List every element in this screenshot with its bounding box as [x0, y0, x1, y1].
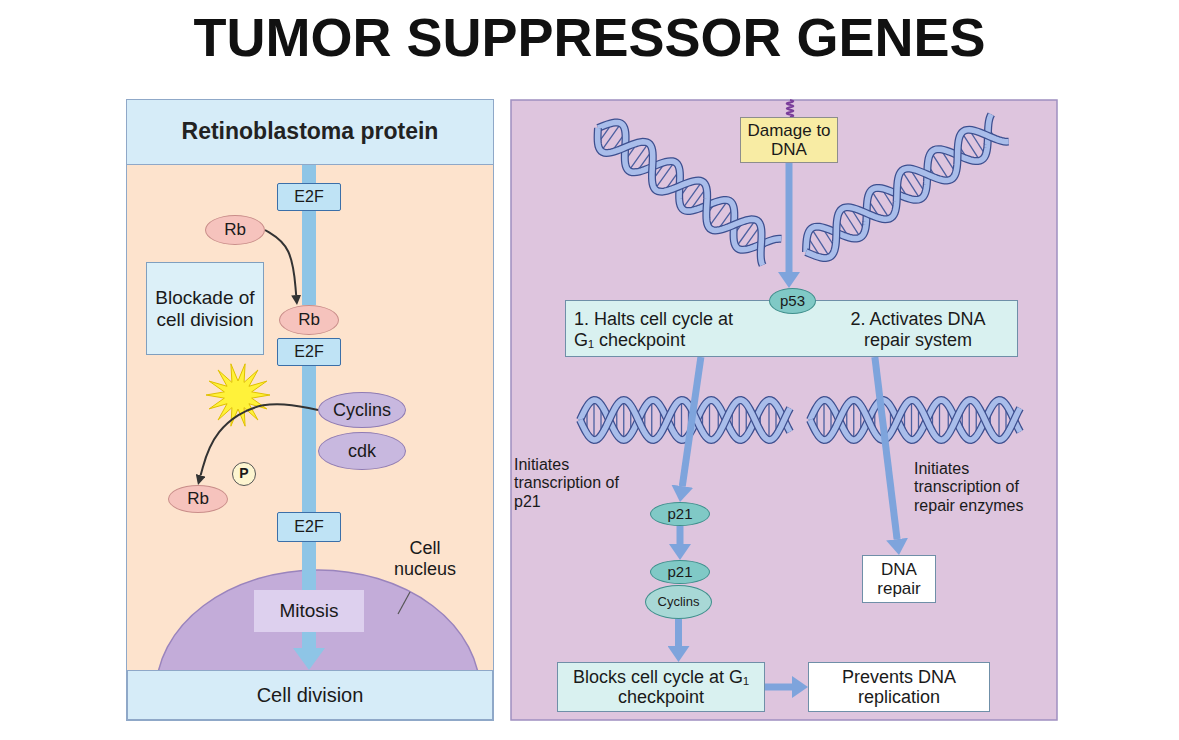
node-text: E2F — [282, 518, 336, 536]
strand-outline — [810, 400, 1020, 440]
e2f-pathway-bar — [302, 632, 316, 648]
node-text: Blockade of cell division — [151, 287, 259, 330]
node-text: P — [233, 466, 255, 482]
arrow-connector — [786, 163, 793, 272]
node-text: Rb — [173, 489, 223, 508]
strand — [580, 400, 790, 440]
process-box: E2F — [277, 338, 341, 366]
node-text: E2F — [282, 343, 336, 361]
process-box: E2F — [277, 512, 341, 542]
oval-node: Rb — [168, 485, 228, 513]
node-text: p21 — [653, 564, 707, 581]
oval-node: cdk — [318, 432, 406, 470]
arrow-connector — [875, 357, 897, 539]
e2f-bar-cup — [302, 164, 316, 183]
process-box: Mitosis — [254, 590, 364, 632]
strand — [810, 400, 1020, 440]
base-pair — [998, 400, 999, 440]
base-pair — [911, 400, 912, 440]
strand — [810, 400, 1020, 440]
oval-node: p21 — [650, 502, 710, 526]
e2f-pathway-bar — [302, 211, 316, 305]
page-title: TUMOR SUPPRESSOR GENES — [0, 8, 1179, 67]
e2f-pathway-bar — [302, 542, 316, 590]
node-text: 1. Halts cell cycle at G₁ checkpoint — [574, 309, 756, 349]
base-pair — [768, 400, 769, 440]
base-pair — [823, 400, 824, 440]
annotation-label: Initiates transcription of p21 — [514, 456, 630, 511]
oval-node: p53 — [769, 288, 816, 314]
base-pair — [681, 400, 682, 440]
node-text: Mitosis — [258, 600, 360, 621]
node-text: E2F — [282, 188, 336, 206]
damage-squiggle — [787, 100, 794, 117]
node-text: Damage to DNA — [745, 121, 833, 159]
node-text: Cell division — [132, 684, 488, 706]
process-box: Prevents DNA replication — [808, 662, 990, 712]
node-text: 2. Activates DNA repair system — [827, 309, 1009, 349]
node-text: Rb — [284, 310, 334, 329]
base-pair — [969, 400, 970, 440]
node-text: p21 — [653, 506, 707, 523]
process-box: Cell division — [127, 670, 493, 720]
node-text: Cyclins — [648, 595, 709, 610]
arrow-connector — [265, 230, 296, 295]
strand — [580, 400, 790, 440]
arrow-connector — [682, 357, 701, 486]
strand-outline — [598, 128, 763, 265]
arrow-connector — [201, 404, 318, 475]
strand — [598, 128, 763, 265]
panel: Retinoblastoma proteinE2FRbBlockade of c… — [127, 100, 493, 720]
strand-outline — [810, 400, 1020, 440]
node-text: Blocks cell cycle at G₁ checkpoint — [562, 667, 760, 707]
e2f-pathway-bar — [302, 366, 316, 512]
oval-node: p21 — [650, 560, 710, 584]
annotation-label: Initiates transcription of repair enzyme… — [914, 460, 1052, 515]
nucleus-dome — [156, 570, 480, 670]
base-pair — [739, 400, 740, 440]
process-box: E2F — [277, 183, 341, 211]
base-pair — [939, 400, 940, 439]
strand-outline — [580, 400, 790, 440]
base-pair — [651, 400, 652, 440]
arrow-connector — [765, 684, 792, 691]
strand-outline — [580, 400, 790, 440]
oval-node: P — [232, 462, 256, 486]
oval-node: Cyclins — [645, 585, 712, 619]
base-pair — [623, 400, 624, 440]
base-pair — [853, 400, 854, 440]
arrow-connector — [677, 526, 684, 544]
base-pair — [709, 400, 710, 439]
process-box: Blockade of cell division — [146, 262, 264, 355]
dna-helix — [580, 400, 790, 440]
node-text: Cyclins — [323, 400, 401, 420]
oval-node: Rb — [279, 305, 339, 335]
annotation-label: Cell nucleus — [380, 538, 470, 579]
node-text: Prevents DNA replication — [813, 667, 985, 707]
node-text: cdk — [323, 441, 401, 461]
base-pair — [593, 400, 594, 440]
node-text: Rb — [210, 220, 260, 239]
oval-node: Cyclins — [318, 392, 406, 428]
panel-heading: Retinoblastoma protein — [127, 100, 493, 165]
oval-node: Rb — [205, 215, 265, 245]
node-text: p53 — [772, 293, 813, 310]
starburst — [206, 364, 270, 426]
right-panel — [511, 100, 1057, 720]
node-text: DNA repair — [867, 560, 931, 598]
leader-line — [398, 592, 410, 614]
process-box: Damage to DNA — [740, 117, 838, 163]
process-box: DNA repair — [862, 555, 936, 603]
dna-helix — [810, 400, 1020, 440]
process-box: 1. Halts cell cycle at G₁ checkpoint 2. A… — [565, 300, 1018, 357]
arrow-connector — [675, 619, 682, 646]
process-box: Blocks cell cycle at G₁ checkpoint — [557, 662, 765, 712]
